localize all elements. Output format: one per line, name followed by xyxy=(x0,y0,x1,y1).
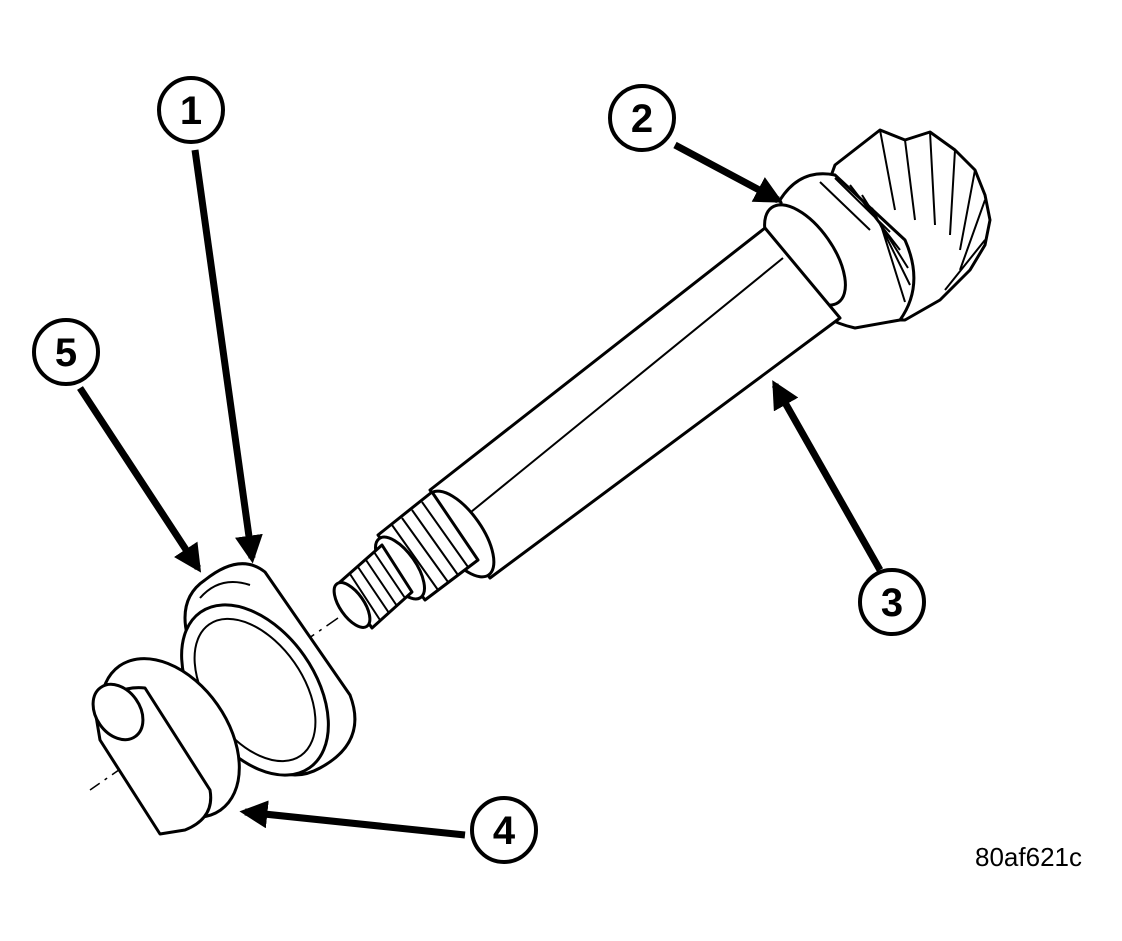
callout-3-label: 3 xyxy=(881,581,903,625)
callout-4: 4 xyxy=(470,796,538,864)
callout-5: 5 xyxy=(32,318,100,386)
callout-1: 1 xyxy=(157,76,225,144)
callout-3: 3 xyxy=(858,568,926,636)
callout-2: 2 xyxy=(608,84,676,152)
shaft-threaded-tip xyxy=(332,543,414,630)
callout-5-arrow xyxy=(77,386,202,573)
figure-id: 80af621c xyxy=(975,842,1082,872)
installer-spacer xyxy=(91,682,213,836)
callout-4-label: 4 xyxy=(493,809,516,853)
callout-1-label: 1 xyxy=(180,89,202,133)
callout-3-arrow xyxy=(771,380,884,572)
callout-4-arrow xyxy=(239,800,466,839)
callout-5-label: 5 xyxy=(55,331,77,375)
callout-1-arrow xyxy=(191,149,263,564)
callout-2-label: 2 xyxy=(631,97,653,141)
callout-2-arrow xyxy=(673,141,783,204)
pinion-shaft xyxy=(424,226,842,580)
